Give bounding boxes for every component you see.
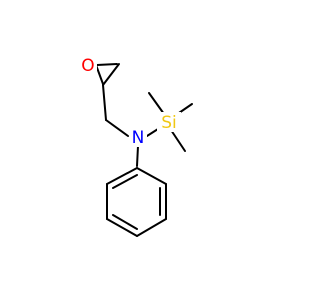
- bond-o-c2: [95, 64, 104, 85]
- bond-si-methyl-top: [148, 92, 165, 115]
- ring-double-inner-3: [112, 214, 138, 230]
- bond-c1-c2: [102, 63, 120, 86]
- ring-double-inner-1: [112, 174, 138, 189]
- bond-ch2-n: [105, 119, 129, 137]
- bond-o-c1: [96, 63, 118, 66]
- bond-n-phenyl: [136, 145, 139, 167]
- nitrogen-label-bg: [129, 127, 147, 147]
- bond-si-methyl-bottom: [170, 129, 186, 152]
- ring-bond-1: [136, 167, 167, 185]
- molecule-structure-diagram: O N Si: [79, 55, 193, 237]
- ring-bond-4: [106, 218, 138, 237]
- silicon-atom-label: Si: [161, 113, 177, 133]
- bond-c2-ch2: [102, 84, 107, 121]
- ring-bond-3: [136, 218, 167, 237]
- oxygen-label-bg: [79, 55, 97, 75]
- silicon-label-bg: [157, 112, 181, 132]
- oxygen-atom-label: O: [81, 56, 94, 76]
- bond-layer: [95, 63, 193, 237]
- ring-bond-6: [106, 167, 138, 185]
- atom-labels: O N Si: [79, 55, 181, 148]
- nitrogen-atom-label: N: [132, 128, 145, 148]
- bond-n-si: [146, 128, 159, 137]
